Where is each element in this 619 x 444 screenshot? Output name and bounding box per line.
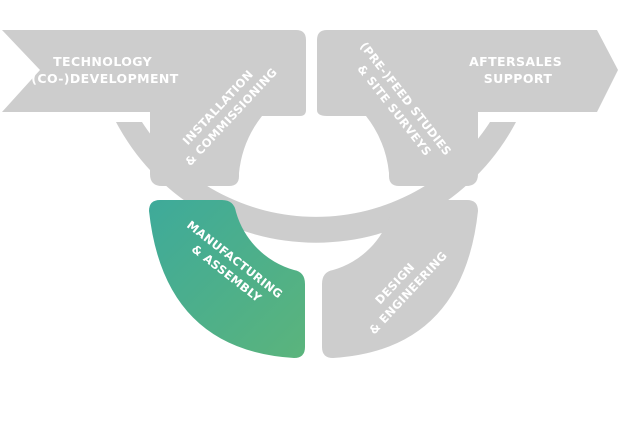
project-management-text: PROJECT MANAGEMENT <box>246 384 380 406</box>
left-arrow-title: TECHNOLOGY (CO-)DEVELOPMENT <box>31 54 179 86</box>
project-management-label: PROJECT MANAGEMENT <box>246 384 381 406</box>
right-arrow-line1: AFTERSALES <box>469 54 562 69</box>
aftersales-support-arrow <box>317 30 618 186</box>
manufacturing-assembly-segment <box>149 200 305 358</box>
right-arrow-line2: SUPPORT <box>484 71 553 86</box>
left-arrow-line2: (CO-)DEVELOPMENT <box>31 71 179 86</box>
right-arrow-title: AFTERSALES SUPPORT <box>469 54 567 86</box>
left-arrow-line1: TECHNOLOGY <box>53 54 153 69</box>
design-engineering-segment <box>322 200 478 358</box>
technology-development-arrow <box>2 30 306 186</box>
